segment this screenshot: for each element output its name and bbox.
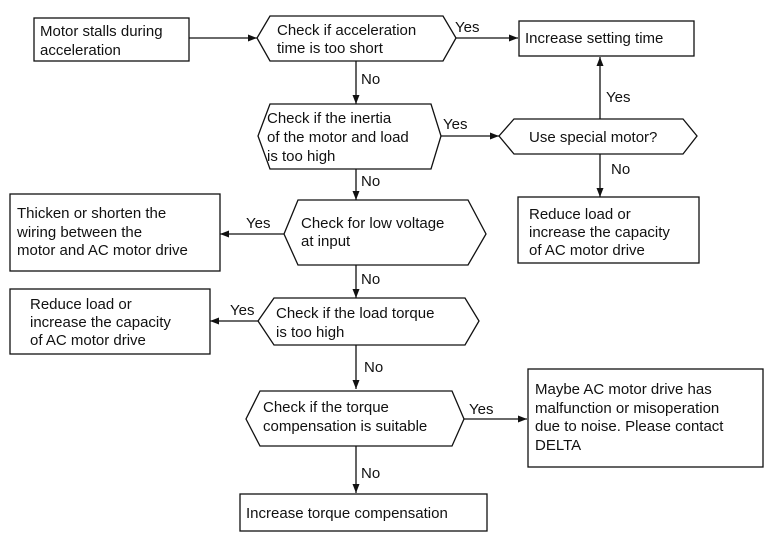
node-reduce-load-left-line: of AC motor drive: [30, 332, 146, 349]
node-labels: Motor stalls during acceleration Check i…: [16, 22, 728, 522]
node-reduce-load-left-line: increase the capacity: [30, 314, 171, 331]
edge-label-voltage-no: No: [361, 271, 380, 288]
node-check-comp-decision: [245, 390, 465, 447]
node-reduce-load-right-line: of AC motor drive: [529, 242, 645, 259]
node-increase-time-box: [518, 20, 695, 57]
node-reduce-load-right-line: Reduce load or: [529, 206, 631, 223]
node-increase-time: Increase setting time: [525, 30, 663, 47]
node-check-inertia-decision: [257, 103, 442, 170]
connectors: [189, 34, 604, 493]
edge-label-accel-no: No: [361, 71, 380, 88]
node-increase-comp-line: Increase torque compensation: [246, 505, 448, 522]
node-check-accel-line: time is too short: [277, 40, 384, 57]
node-check-voltage-line: Check for low voltage: [301, 215, 444, 232]
node-check-voltage-decision: [283, 199, 487, 266]
node-check-voltage: Check for low voltage at input: [301, 215, 449, 250]
node-thicken-wiring-line: Thicken or shorten the: [17, 205, 166, 222]
node-motor-stalls-box: [33, 17, 190, 62]
node-check-accel: Check if acceleration time is too short: [277, 22, 420, 57]
edge-label-accel-yes: Yes: [455, 19, 479, 36]
edge-label-comp-yes: Yes: [469, 401, 493, 418]
node-contact-delta-line: Maybe AC motor drive has: [535, 381, 712, 398]
node-increase-comp: Increase torque compensation: [246, 505, 448, 522]
edge-label-special-yes: Yes: [606, 89, 630, 106]
node-reduce-load-right: Reduce load or increase the capacity of …: [529, 206, 674, 259]
node-motor-stalls: Motor stalls during acceleration: [40, 23, 167, 59]
node-check-accel-decision: [256, 15, 457, 62]
node-special-motor-decision: [498, 118, 698, 155]
node-contact-delta-line: due to noise. Please contact: [535, 418, 724, 435]
edge-label-comp-no: No: [361, 465, 380, 482]
node-thicken-wiring: Thicken or shorten the wiring between th…: [16, 205, 188, 259]
edge-label-inertia-no: No: [361, 173, 380, 190]
node-thicken-wiring-line: motor and AC motor drive: [17, 242, 188, 259]
node-contact-delta-line: DELTA: [535, 437, 581, 454]
node-check-torque-line: Check if the load torque: [276, 305, 434, 322]
node-check-inertia-line: is too high: [267, 148, 335, 165]
node-increase-comp-box: [239, 493, 488, 532]
node-check-inertia-line: Check if the inertia: [267, 110, 392, 127]
node-check-inertia-line: of the motor and load: [267, 129, 409, 146]
node-contact-delta-box: [527, 368, 764, 468]
node-reduce-load-right-box: [517, 196, 700, 264]
node-check-torque: Check if the load torque is too high: [276, 305, 439, 341]
node-check-inertia: Check if the inertia of the motor and lo…: [267, 110, 413, 165]
node-reduce-load-left-line: Reduce load or: [30, 296, 132, 313]
shapes: [9, 15, 764, 532]
node-motor-stalls-line: Motor stalls during: [40, 23, 163, 40]
edge-label-torque-no: No: [364, 359, 383, 376]
node-reduce-load-left: Reduce load or increase the capacity of …: [30, 296, 175, 349]
node-motor-stalls-line: acceleration: [40, 42, 121, 59]
node-special-motor-line: Use special motor?: [529, 129, 657, 146]
node-reduce-load-right-line: increase the capacity: [529, 224, 670, 241]
edge-labels: Yes No Yes Yes No No Yes No Yes No Yes N…: [230, 19, 630, 482]
node-special-motor: Use special motor?: [529, 129, 657, 146]
edge-label-voltage-yes: Yes: [246, 215, 270, 232]
node-thicken-wiring-box: [9, 193, 221, 272]
edge-label-inertia-yes: Yes: [443, 116, 467, 133]
node-reduce-load-left-box: [9, 288, 211, 355]
node-check-comp: Check if the torque compensation is suit…: [263, 399, 427, 435]
node-check-torque-line: is too high: [276, 324, 344, 341]
node-check-voltage-line: at input: [301, 233, 351, 250]
edge-label-torque-yes: Yes: [230, 302, 254, 319]
node-check-comp-line: Check if the torque: [263, 399, 389, 416]
node-contact-delta: Maybe AC motor drive has malfunction or …: [535, 381, 728, 454]
edge-label-special-no: No: [611, 161, 630, 178]
node-contact-delta-line: malfunction or misoperation: [535, 400, 719, 417]
node-increase-time-line: Increase setting time: [525, 30, 663, 47]
node-check-comp-line: compensation is suitable: [263, 418, 427, 435]
node-thicken-wiring-line: wiring between the: [16, 224, 142, 241]
node-check-torque-decision: [257, 297, 480, 346]
node-check-accel-line: Check if acceleration: [277, 22, 416, 39]
